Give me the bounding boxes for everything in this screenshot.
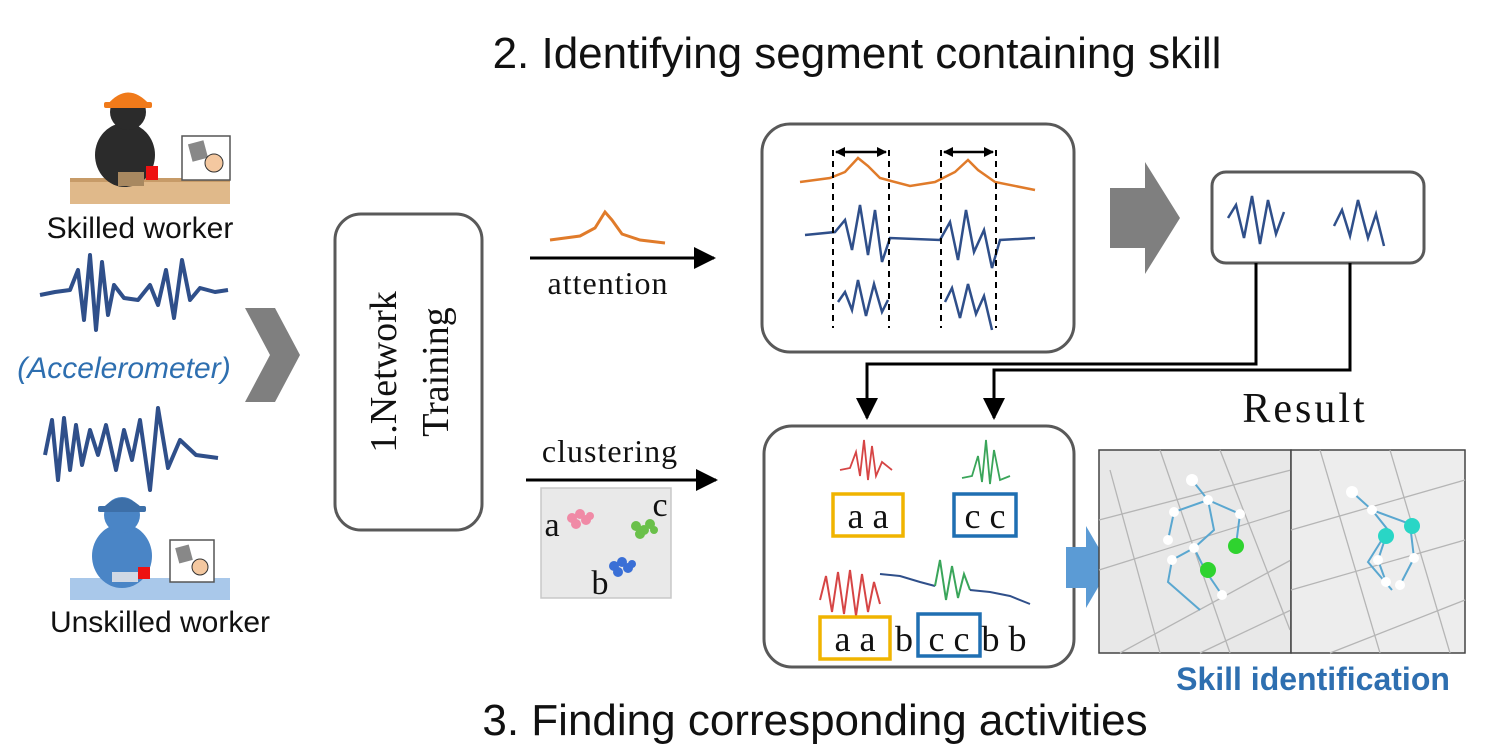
cluster-label-b: b (592, 565, 609, 602)
attention-signal-orange (799, 156, 1036, 192)
cluster-plot: a b c (540, 487, 672, 602)
match-box-c-seq (916, 612, 982, 658)
skilled-accelerometer-wave (39, 253, 229, 332)
match-box-c-top (952, 492, 1018, 538)
sequence-cc: c c (929, 619, 970, 659)
extracted-wave-2 (1332, 199, 1386, 247)
sequence-wave-navy (879, 573, 936, 587)
cluster-a-points (567, 509, 594, 529)
match-wave-a (839, 439, 893, 481)
attention-label: attention (548, 265, 669, 301)
skeleton-panel-left (1098, 449, 1292, 654)
attention-signal-wave-2 (836, 279, 994, 331)
match-box-a-top (831, 492, 905, 538)
match-box-a-seq (818, 615, 892, 661)
sequence-wave-green (934, 559, 971, 601)
result-label: Result (1242, 386, 1367, 432)
sequence-wave-navy-tail (969, 589, 1031, 605)
step3-heading: 3. Finding corresponding activities (482, 696, 1147, 745)
matching-box (762, 424, 1076, 669)
sequence-wave-red (819, 569, 881, 617)
network-line1: 1.Network (363, 291, 405, 452)
unskilled-worker-icon (70, 497, 230, 600)
match-label-c-top: c c (965, 496, 1006, 536)
sequence-bb: b b (982, 619, 1027, 659)
match-label-a-top: a a (848, 496, 889, 536)
extracted-wave-1 (1226, 195, 1286, 245)
sequence-b: b (895, 619, 913, 659)
step2-heading: 2. Identifying segment containing skill (493, 29, 1222, 78)
chevron-arrow-icon (245, 308, 300, 402)
extracted-segment-box (1210, 170, 1426, 265)
skilled-worker-label: Skilled worker (47, 212, 234, 245)
skill-identification-label: Skill identification (1176, 661, 1450, 697)
cluster-b-points (609, 557, 636, 577)
skilled-worker-icon (70, 92, 231, 204)
clustering-label: clustering (542, 433, 678, 469)
attention-signal-wave-1 (804, 204, 1036, 269)
attention-window-markers (832, 150, 997, 328)
sequence-aa: a a (835, 619, 876, 659)
network-training-box (333, 212, 484, 532)
network-line2: Training (415, 307, 457, 437)
result-arrow-icon (1066, 526, 1110, 608)
attention-curve (549, 209, 666, 245)
result-route-1 (856, 263, 1258, 420)
unskilled-accelerometer-wave (43, 406, 219, 492)
match-wave-c (961, 439, 1011, 485)
accelerometer-label: (Accelerometer) (17, 352, 230, 385)
cluster-label-c: c (652, 487, 667, 524)
skeleton-panel-right (1290, 449, 1466, 654)
result-route-2 (983, 263, 1352, 420)
block-arrow-icon (1110, 162, 1180, 274)
cluster-c-points (631, 519, 658, 539)
unskilled-worker-label: Unskilled worker (50, 606, 270, 639)
cluster-label-a: a (544, 507, 559, 544)
